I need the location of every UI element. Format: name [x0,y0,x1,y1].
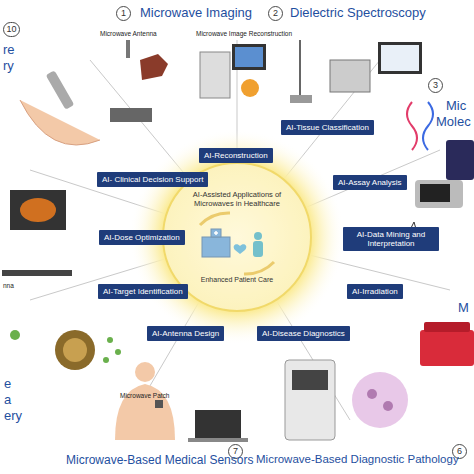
ai-label-box: AI-Data Mining and Interpretation [343,227,439,251]
part-label: Microwave Image Reconstruction [196,30,292,37]
ai-label: AI-Irradiation [352,287,398,296]
part-label: nna [3,282,14,289]
ai-label: AI-Reconstruction [204,151,268,160]
ai-label: AI-Target Identification [103,287,183,296]
ai-label: AI- Clinical Decision Support [102,175,203,184]
ai-label-box: AI-Antenna Design [147,326,224,341]
section-title: Molec [436,114,471,129]
ai-label: AI-Antenna Design [152,329,219,338]
surgery-figure [20,70,152,145]
section-title: Microwave Imaging [140,5,252,20]
ai-label-box: AI-Reconstruction [199,148,273,163]
ai-label-box: AI- Clinical Decision Support [97,172,208,187]
ai-label-box: AI-Disease Diagnostics [257,326,350,341]
ablation-figure [2,190,72,276]
spectroscopy-figure [290,40,422,103]
callout-number: 10 [3,22,20,37]
section-title: re [3,42,15,57]
section-title: Mic [446,98,466,113]
ai-label: AI-Data Mining and Interpretation [348,230,434,248]
ai-label: AI-Dose Optimization [104,233,180,242]
section-title: ery [4,408,22,423]
pathology-figure [285,360,408,440]
center-title: AI-Assisted Applications of Microwaves i… [186,190,288,208]
section-title: M [458,300,469,315]
sensor-figure [115,362,248,442]
callout-number: 2 [268,6,283,21]
part-label: Microwave Patch [120,392,170,399]
molecular-figure [407,102,474,180]
ai-label: AI-Assay Analysis [338,178,402,187]
section-title: ry [3,58,14,73]
section-title: Dielectric Spectroscopy [290,5,426,20]
callout-number: 1 [116,6,131,21]
part-label: Microwave Antenna [100,30,157,37]
ai-label-box: AI-Dose Optimization [99,230,185,245]
ai-label: AI-Disease Diagnostics [262,329,345,338]
ai-label-box: AI-Assay Analysis [333,175,407,190]
section-title: a [4,392,11,407]
ai-label-box: AI-Tissue Classification [281,120,374,135]
section-title: e [4,376,11,391]
cooler-figure [420,322,474,366]
ai-label-box: AI-Irradiation [347,284,403,299]
particle-figure [10,330,121,370]
section-title: Microwave-Based Diagnostic Pathology [256,453,459,465]
callout-number: 3 [428,78,443,93]
section-title: Microwave-Based Medical Sensors [66,453,253,467]
center-subtitle: Enhanced Patient Care [186,276,288,284]
ai-label: AI-Tissue Classification [286,123,369,132]
imaging-figure [126,40,266,98]
ai-label-box: AI-Target Identification [98,284,188,299]
